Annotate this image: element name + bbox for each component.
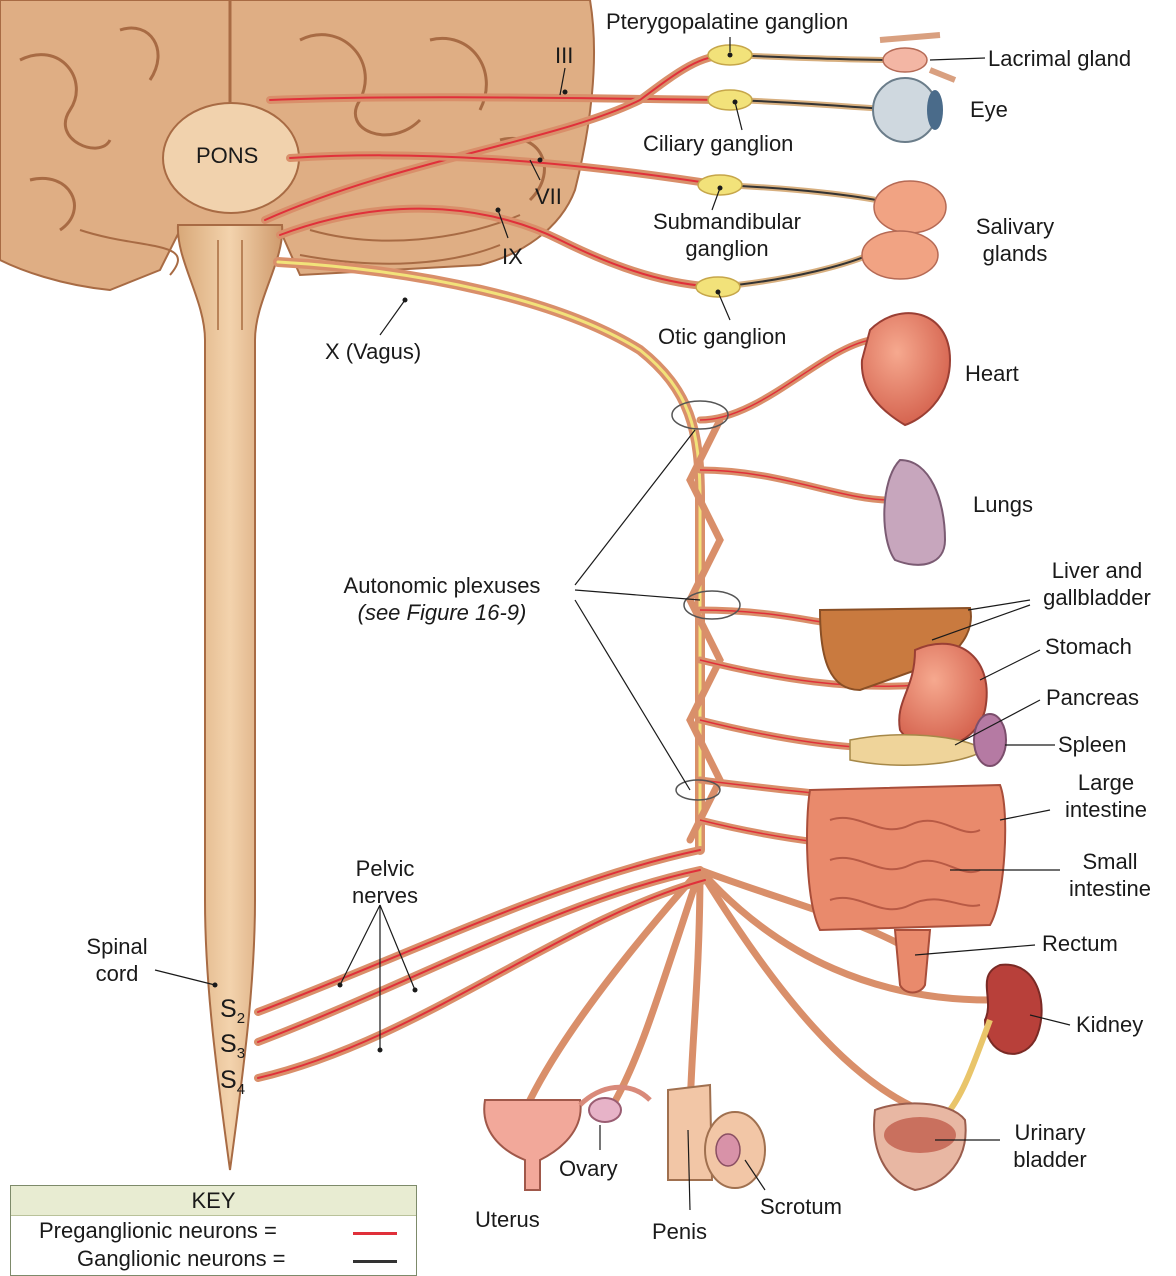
segment-s2-number: 2 bbox=[237, 1010, 245, 1027]
bladder-label: Urinary bladder bbox=[990, 1119, 1110, 1173]
rectum-label: Rectum bbox=[1042, 930, 1118, 957]
segment-s3-letter: S bbox=[220, 1030, 237, 1058]
key-preganglionic-label: Preganglionic neurons = bbox=[39, 1218, 277, 1244]
liver-line-2: gallbladder bbox=[1020, 584, 1174, 611]
ovary-label: Ovary bbox=[559, 1155, 618, 1182]
submandibular-line-1: Submandibular bbox=[622, 208, 832, 235]
kidney-label: Kidney bbox=[1076, 1011, 1143, 1038]
cranial-nerve-vii-label: VII bbox=[535, 183, 562, 210]
vagus-label: X (Vagus) bbox=[325, 338, 421, 365]
key-ganglionic-label: Ganglionic neurons = bbox=[77, 1246, 286, 1272]
plexus-markers bbox=[672, 401, 740, 800]
spinal-line-2: cord bbox=[62, 960, 172, 987]
eye bbox=[873, 78, 943, 142]
ciliary-label: Ciliary ganglion bbox=[643, 130, 793, 157]
liver-line-1: Liver and bbox=[1020, 557, 1174, 584]
segment-s4: S4 bbox=[220, 1066, 245, 1098]
autonomic-line-2: (see Figure 16-9) bbox=[312, 599, 572, 626]
rectum bbox=[895, 930, 930, 993]
submandibular-label: Submandibular ganglion bbox=[622, 208, 832, 262]
spinal-line-1: Spinal bbox=[62, 933, 172, 960]
submandibular-line-2: ganglion bbox=[622, 235, 832, 262]
cranial-nerve-iii-label: III bbox=[555, 42, 573, 69]
urinary-bladder bbox=[874, 1103, 966, 1190]
cranial-nerve-ix-label: IX bbox=[502, 243, 523, 270]
segment-s4-letter: S bbox=[220, 1066, 237, 1094]
spinal-cord bbox=[178, 225, 282, 1170]
segment-s2-letter: S bbox=[220, 995, 237, 1023]
lacrimal-label: Lacrimal gland bbox=[988, 45, 1131, 72]
segment-s3: S3 bbox=[220, 1030, 245, 1062]
lacrimal-gland bbox=[880, 35, 955, 80]
key-ganglionic-swatch bbox=[353, 1260, 397, 1263]
liver-label: Liver and gallbladder bbox=[1020, 557, 1174, 611]
kidney bbox=[950, 965, 1042, 1110]
spleen bbox=[974, 714, 1006, 766]
lungs-label: Lungs bbox=[973, 491, 1033, 518]
pons-label: PONS bbox=[196, 142, 258, 169]
ovary bbox=[580, 1087, 650, 1122]
scrotum-label: Scrotum bbox=[760, 1193, 842, 1220]
small-intestine-line-1: Small bbox=[1054, 848, 1166, 875]
autonomic-line-1: Autonomic plexuses bbox=[312, 572, 572, 599]
key-legend: KEY Preganglionic neurons = Ganglionic n… bbox=[10, 1185, 417, 1276]
small-intestine-label: Small intestine bbox=[1054, 848, 1166, 902]
large-intestine-line-1: Large bbox=[1050, 769, 1162, 796]
otic-label: Otic ganglion bbox=[658, 323, 786, 350]
segment-s2: S2 bbox=[220, 995, 245, 1027]
large-intestine-label: Large intestine bbox=[1050, 769, 1162, 823]
spinal-cord-label: Spinal cord bbox=[62, 933, 172, 987]
salivary-glands bbox=[862, 181, 946, 279]
key-title: KEY bbox=[11, 1186, 416, 1216]
salivary-line-1: Salivary bbox=[955, 213, 1075, 240]
penis-label: Penis bbox=[652, 1218, 707, 1245]
small-intestine-line-2: intestine bbox=[1054, 875, 1166, 902]
stomach-label: Stomach bbox=[1045, 633, 1132, 660]
bladder-line-1: Urinary bbox=[990, 1119, 1110, 1146]
segment-s3-number: 3 bbox=[237, 1045, 245, 1062]
salivary-line-2: glands bbox=[955, 240, 1075, 267]
intestines bbox=[807, 785, 1005, 930]
uterus-label: Uterus bbox=[475, 1206, 540, 1233]
eye-label: Eye bbox=[970, 96, 1008, 123]
heart-label: Heart bbox=[965, 360, 1019, 387]
salivary-label: Salivary glands bbox=[955, 213, 1075, 267]
autonomic-plexuses-label: Autonomic plexuses (see Figure 16-9) bbox=[312, 572, 572, 626]
pelvic-line-1: Pelvic bbox=[330, 855, 440, 882]
spleen-label: Spleen bbox=[1058, 731, 1127, 758]
lungs bbox=[884, 460, 945, 565]
key-preganglionic-swatch bbox=[353, 1232, 397, 1235]
pancreas-label: Pancreas bbox=[1046, 684, 1139, 711]
penis bbox=[668, 1085, 712, 1180]
heart bbox=[862, 313, 950, 425]
large-intestine-line-2: intestine bbox=[1050, 796, 1162, 823]
pterygopalatine-label: Pterygopalatine ganglion bbox=[606, 8, 848, 35]
pelvic-nerves-label: Pelvic nerves bbox=[330, 855, 440, 909]
bladder-line-2: bladder bbox=[990, 1146, 1110, 1173]
pelvic-line-2: nerves bbox=[330, 882, 440, 909]
segment-s4-number: 4 bbox=[237, 1081, 245, 1098]
